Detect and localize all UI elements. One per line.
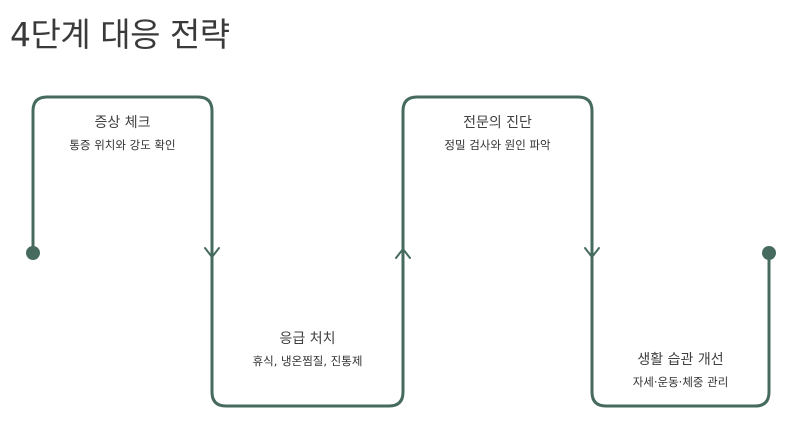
step-2-description: 휴식, 냉온찜질, 진통제: [252, 354, 363, 368]
step-4: 생활 습관 개선 자세·운동·체중 관리: [608, 351, 753, 390]
step-4-title: 생활 습관 개선: [637, 352, 724, 368]
end-dot: [762, 246, 776, 260]
step-3-description: 정밀 검사와 원인 파악: [444, 138, 551, 152]
step-3: 전문의 진단 정밀 검사와 원인 파악: [430, 114, 565, 153]
down-arrow-icon: [584, 247, 600, 258]
step-1: 증상 체크 통증 위치와 강도 확인: [60, 114, 185, 153]
step-1-title: 증상 체크: [94, 115, 151, 131]
step-4-description: 자세·운동·체중 관리: [632, 375, 729, 389]
step-2: 응급 처치 휴식, 냉온찜질, 진통제: [240, 330, 375, 369]
start-dot: [26, 246, 40, 260]
step-2-title: 응급 처치: [279, 331, 336, 347]
down-arrow-icon: [204, 247, 220, 258]
flow-path: [31, 95, 771, 408]
page-title: 4단계 대응 전략: [10, 15, 230, 54]
step-3-title: 전문의 진단: [463, 115, 532, 131]
up-arrow-icon: [395, 248, 411, 259]
step-1-description: 통증 위치와 강도 확인: [69, 138, 176, 152]
